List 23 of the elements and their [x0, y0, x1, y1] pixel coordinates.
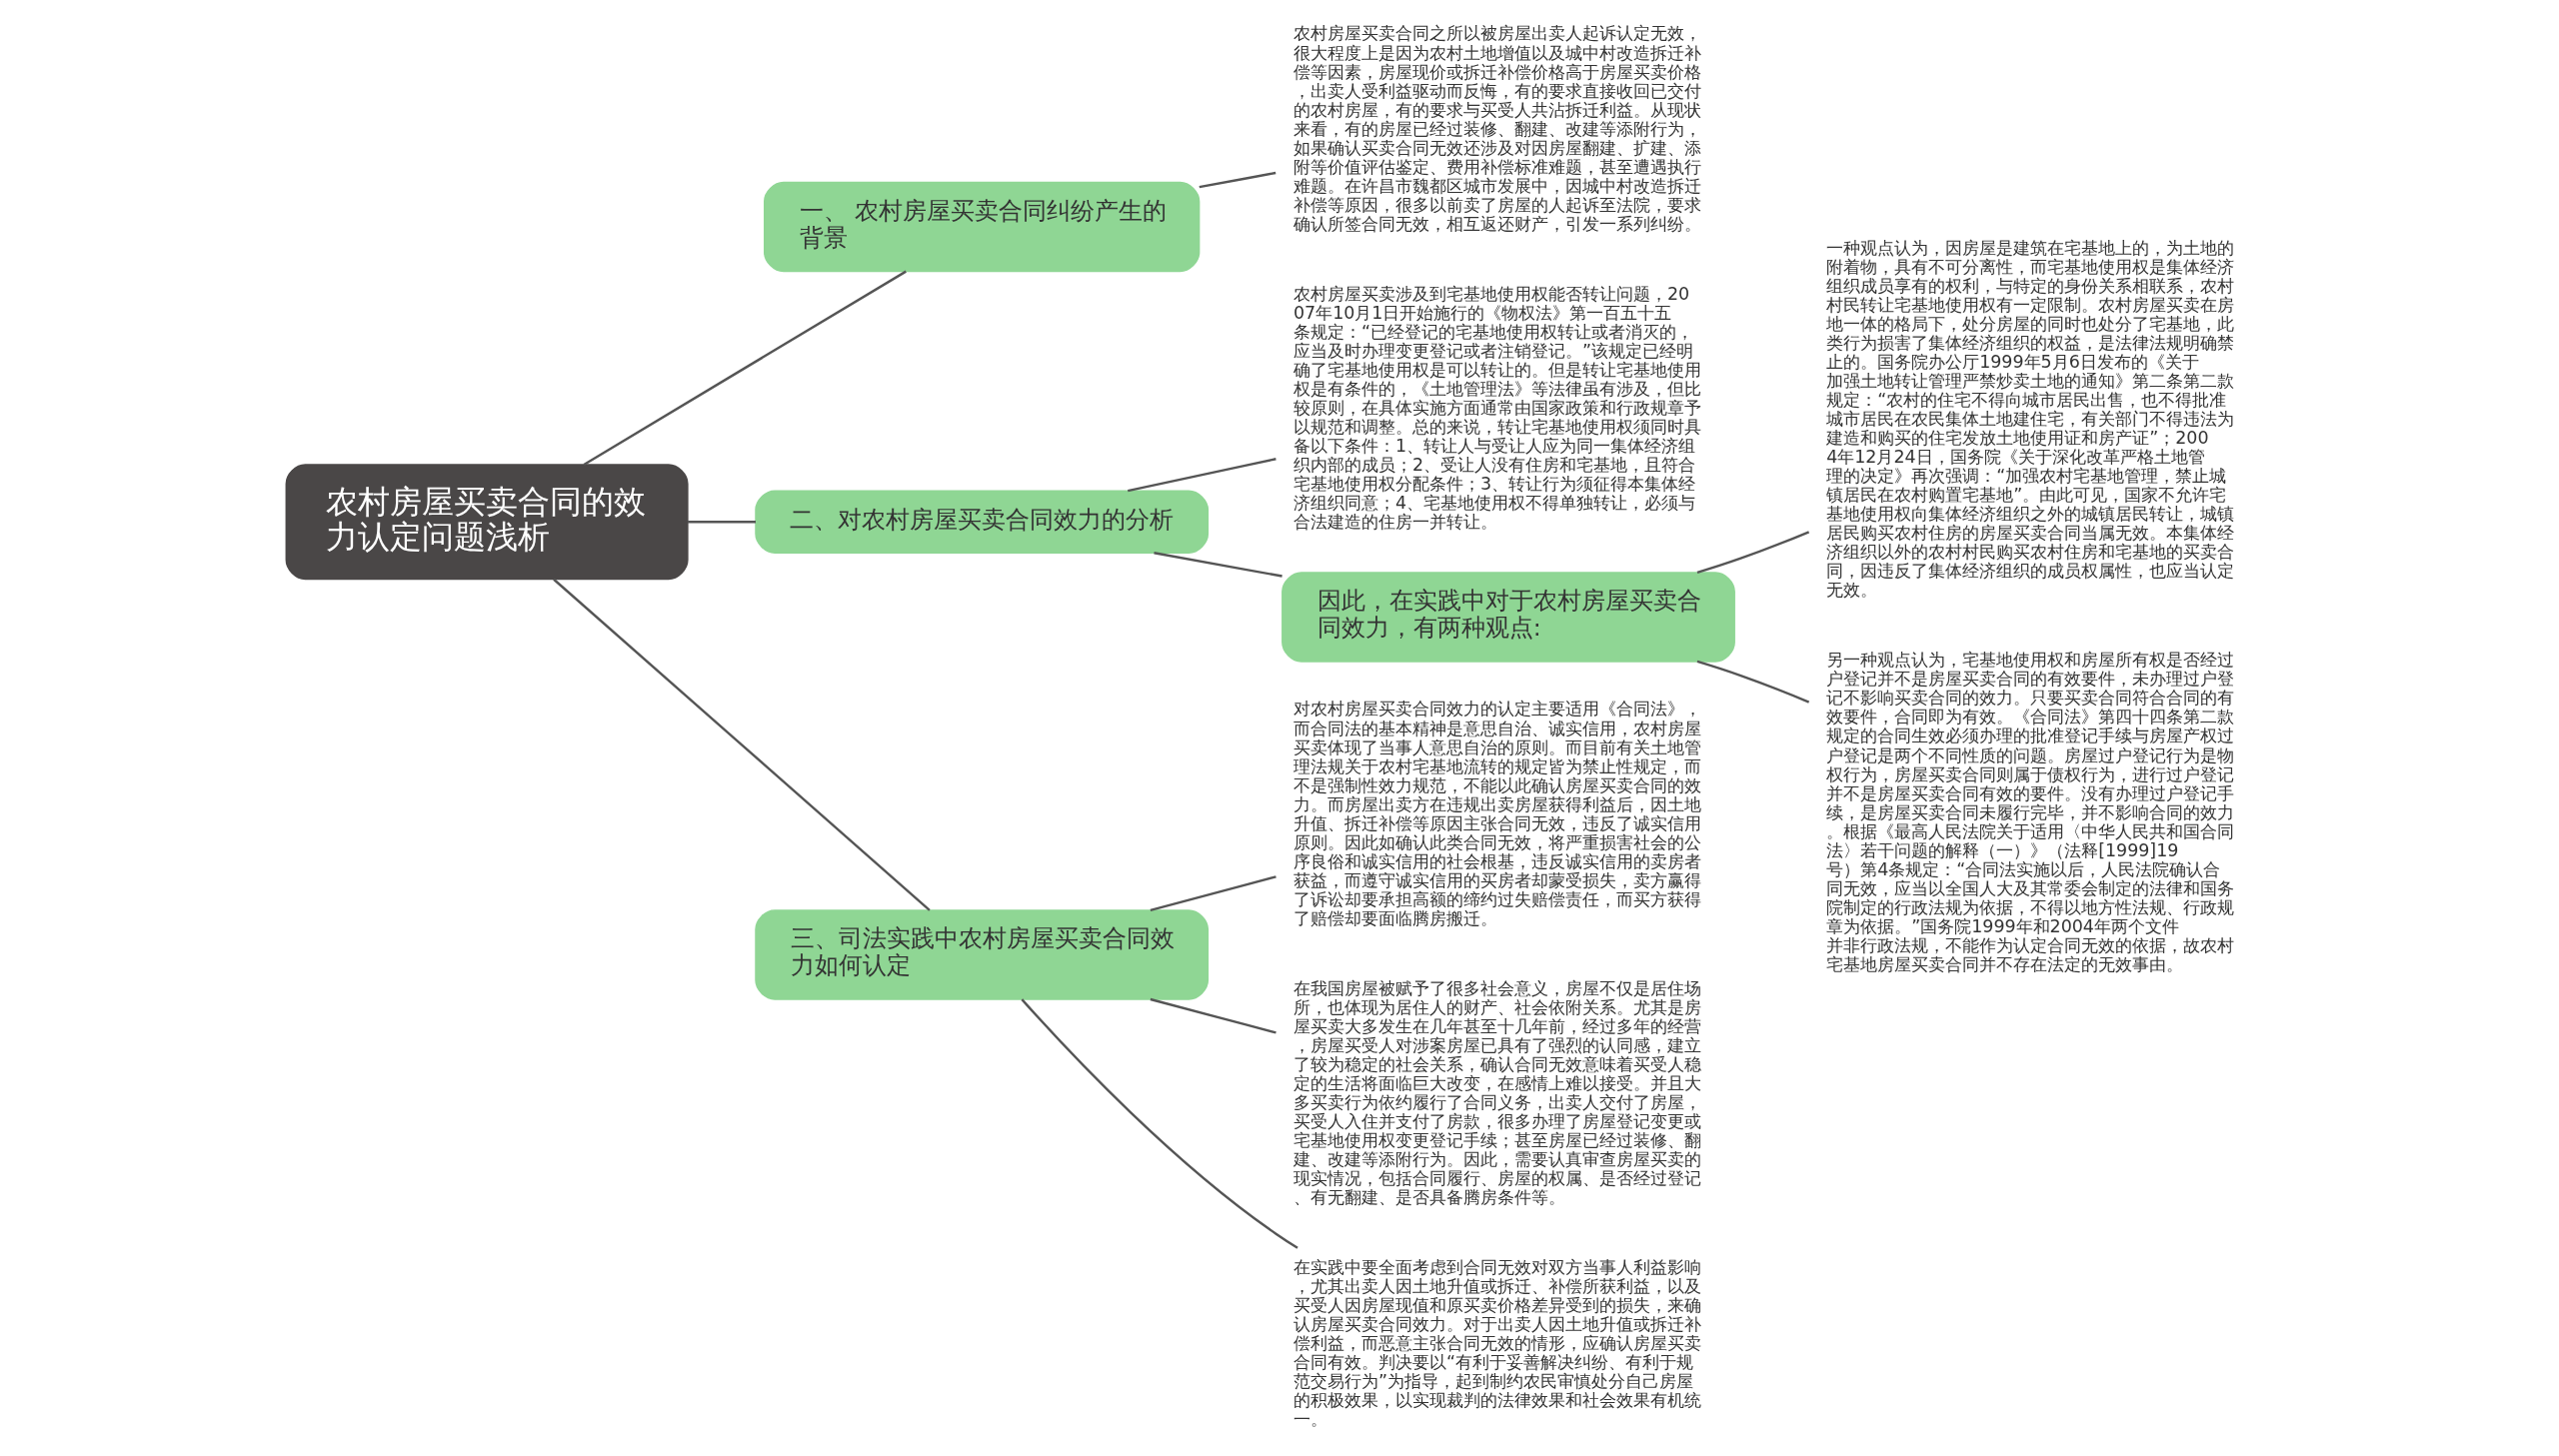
node-text: 农村房屋买卖合同之所以被房屋出卖人起诉认定无效，很大程度上是因为农村土地增值以及城中村改造拆迁补偿等因素，房屋现价或拆迁补偿价格高于房屋买卖价格，出卖人受利益驱动而反悔，有的要求直接收回已交付的农村房屋，有的要求与买受人共沾拆迁利益。从现状来看，有的房屋已经过装修、翻建、改建等添附行为，如果确认买卖合同无效还涉及对因房屋翻建、扩建、添附等价值评估鉴定、费用补偿标准难题，甚至遭遇执行难题。在许昌市魏都区城市发展中，因城中村改造拆迁补偿等原因，很多以前卖了房屋的人起诉至法院，要求确认所签合同无效，相互返还财产，引发一系列纠纷。 [1292, 23, 1701, 234]
node-box: 因此，在实践中对于农村房屋买卖合同效力，有两种观点: [1280, 572, 1735, 663]
connector [1696, 660, 1809, 704]
connector [552, 578, 931, 911]
node-box: 二、对农村房屋买卖合同效力的分析 [754, 490, 1209, 554]
connector [1020, 998, 1298, 1249]
node-box: 三、司法实践中农村房屋买卖合同效力如何认定 [754, 909, 1209, 1000]
connector [583, 270, 907, 466]
connector [1150, 875, 1277, 911]
node-text: 在实践中要全面考虑到合同无效对双方当事人利益影响，尤其出卖人因土地升值或拆迁、补偿所获利益，以及买受人因房屋现值和原买卖价格差异受到的损失，来确认房屋买卖合同效力。对于出卖人因土地升值或拆迁补偿利益，而恶意主张合同无效的情形，应确认房屋买卖合同有效。判决要以“有利于妥善解决纠纷、有利于规范交易行为”为指导，起到制约农民审慎处分自己房屋的积极效果，以实现裁判的法律效果和社会效果有机统一。 [1292, 1257, 1701, 1430]
connector [1150, 997, 1277, 1034]
connector [1153, 552, 1282, 578]
node-text: 另一种观点认为，宅基地使用权和房屋所有权是否经过户登记并不是房屋买卖合同的有效要件，未办理过户登记不影响买卖合同的效力。只要买卖合同符合合同的有效要件，合同即为有效。《合同法》第四十四条第二款规定的合同生效必须办理的批准登记手续与房屋产权过户登记是两个不同性质的问题。房屋过户登记行为是物权行为，房屋买卖合同则属于债权行为，进行过户登记并不是房屋买卖合同有效的要件。没有办理过户登记手续，是房屋买卖合同未履行完毕，并不影响合同的效力。根据《最高人民法院关于适用〈中华人民共和国合同法〉若干问题的解释（一）》（法释[1999]19号）第4条规定：“合同法实施以后，人民法院确认合同无效，应当以全国人大及其常委会制定的法律和国务院制定的行政法规为依据，不得以地方性法规、行政规章为依据。”国务院1999年和2004年两个文件并非行政法规，不能作为认定合同无效的依据，故农村宅基地房屋买卖合同并不存在法定的无效事由。 [1825, 650, 2234, 974]
node-box: 一、 农村房屋买卖合同纠纷产生的背景 [763, 181, 1200, 273]
node-text: 一种观点认为，因房屋是建筑在宅基地上的，为土地的附着物，具有不可分离性，而宅基地使用权是集体经济组织成员享有的权利，与特定的身份关系相联系，农村村民转让宅基地使用权有一定限制。农村房屋买卖在房地一体的格局下，处分房屋的同时也处分了宅基地，此类行为损害了集体经济组织的权益，是法律法规明确禁止的。国务院办公厅1999年5月6日发布的《关于加强土地转让管理严禁炒卖土地的通知》第二条第二款规定：“农村的住宅不得向城市居民出售，也不得批准城市居民在农民集体土地建住宅，有关部门不得违法为建造和购买的住宅发放土地使用证和房产证”；2004年12月24日，国务院《关于深化改革严格土地管理的决定》再次强调：“加强农村宅基地管理，禁止城镇居民在农村购置宅基地”。由此可见，国家不允许宅基地使用权向集体经济组织之外的城镇居民转让，城镇居民购买农村住房的房屋买卖合同当属无效。本集体经济组织以外的农村村民购买农村住房和宅基地的买卖合同，因违反了集体经济组织的成员权属性，也应当认定无效。 [1825, 237, 2234, 601]
node-text: 在我国房屋被赋予了很多社会意义，房屋不仅是居住场所，也体现为居住人的财产、社会依附关系。尤其是房屋买卖大多发生在几年甚至十几年前，经过多年的经营，房屋买受人对涉案房屋已具有了强烈的认同感，建立了较为稳定的社会关系，确认合同无效意味着买受人稳定的生活将面临巨大改变，在感情上难以接受。并且大多买卖行为依约履行了合同义务，出卖人交付了房屋，买受人入住并支付了房款，很多办理了房屋登记变更或宅基地使用权变更登记手续；甚至房屋已经过装修、翻建、改建等添附行为。因此，需要认真审查房屋买卖的现实情况，包括合同履行、房屋的权属、是否经过登记、有无翻建、是否具备腾房条件等。 [1292, 977, 1701, 1208]
node-text: 农村房屋买卖涉及到宅基地使用权能否转让问题，2007年10月1日开始施行的《物权法》第一百五十五条规定：“已经登记的宅基地使用权转让或者消灭的，应当及时办理变更登记或者注销登记。”该规定已经明确了宅基地使用权是可以转让的。但是转让宅基地使用权是有条件的，《土地管理法》等法律虽有涉及，但比较原则，在具体实施方面通常由国家政策和行政规章予以规范和调整。总的来说，转让宅基地使用权须同时具备以下条件：1、转让人与受让人应为同一集体经济组织内部的成员；2、受让人没有住房和宅基地，且符合宅基地使用权分配条件；3、转让行为须征得本集体经济组织同意；4、宅基地使用权不得单独转让，必须与合法建造的住房一并转让。 [1292, 283, 1701, 533]
connector [1127, 458, 1277, 493]
connector [1199, 171, 1276, 189]
node-box: 农村房屋买卖合同的效力认定问题浅析 [285, 464, 689, 581]
connector [1696, 531, 1809, 575]
connector [687, 521, 756, 524]
node-text: 对农村房屋买卖合同效力的认定主要适用《合同法》，而合同法的基本精神是意思自治、诚实信用，农村房屋买卖体现了当事人意思自治的原则。而目前有关土地管理法规关于农村宅基地流转的规定皆为禁止性规定，而不是强制性效力规范，不能以此确认房屋买卖合同的效力。而房屋出卖方在违规出卖房屋获得利益后，因土地升值、拆迁补偿等原因主张合同无效，违反了诚实信用原则。因此如确认此类合同无效，将严重损害社会的公序良俗和诚实信用的社会根基，违反诚实信用的卖房者获益，而遵守诚实信用的买房者却蒙受损失，卖方赢得了诉讼却要承担高额的缔约过失赔偿责任，而买方获得了赔偿却要面临腾房搬迁。 [1292, 699, 1701, 928]
